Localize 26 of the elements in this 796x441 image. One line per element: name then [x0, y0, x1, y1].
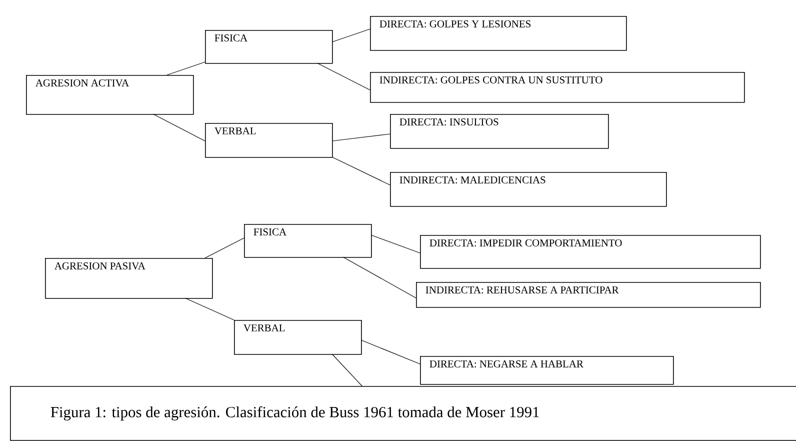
connector-line [152, 114, 206, 142]
connector-line [332, 134, 390, 142]
connector-line [370, 234, 420, 254]
category-box: INDIRECTA: REHUSARSE A PARTICIPAR [416, 282, 761, 308]
category-box: DIRECTA: GOLPES Y LESIONES [370, 16, 627, 51]
connector-line [204, 238, 244, 258]
category-box: DIRECTA: INSULTOS [390, 114, 609, 149]
caption-box: Figura 1: tipos de agresión. Clasificación de Buss 1961 tomada de Moser 1991 [10, 386, 796, 441]
category-box: DIRECTA: NEGARSE A HABLAR [420, 356, 674, 385]
connector-line [316, 62, 370, 90]
category-box: DIRECTA: IMPEDIR COMPORTAMIENTO [420, 235, 761, 269]
category-box: FISICA [244, 224, 372, 258]
category-box: AGRESION PASIVA [45, 258, 213, 299]
connector-line [342, 256, 416, 298]
connector-line [332, 28, 370, 42]
category-box: VERBAL [234, 320, 362, 355]
connector-line [360, 340, 420, 364]
category-box: AGRESION ACTIVA [26, 75, 194, 115]
connector-line [166, 62, 206, 76]
connector-line [332, 354, 362, 386]
category-box: FISICA [205, 30, 333, 64]
category-box: INDIRECTA: GOLPES CONTRA UN SUSTITUTO [370, 72, 745, 103]
connector-line [184, 298, 234, 320]
category-box: VERBAL [205, 123, 333, 158]
category-box: INDIRECTA: MALEDICENCIAS [390, 172, 667, 207]
connector-line [332, 156, 390, 186]
